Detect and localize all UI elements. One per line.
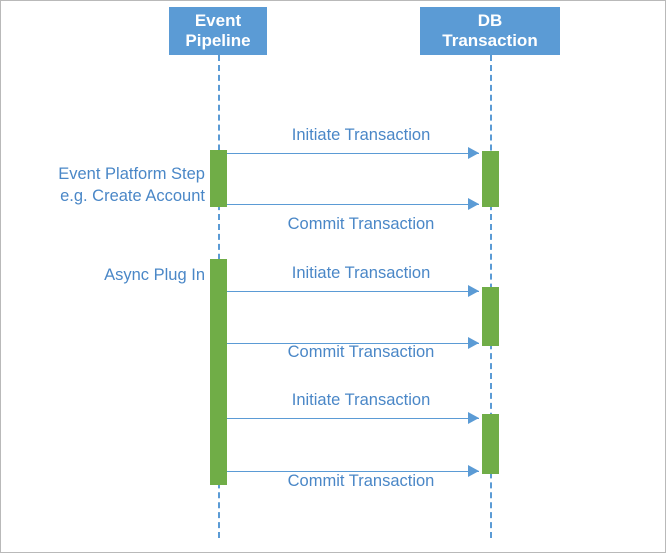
arrowhead-right-icon bbox=[468, 465, 479, 477]
message-label: Initiate Transaction bbox=[291, 126, 431, 144]
arrowhead-right-icon bbox=[468, 285, 479, 297]
activation-bar bbox=[210, 259, 227, 485]
activation-bar bbox=[482, 414, 499, 474]
arrowhead-right-icon bbox=[468, 412, 479, 424]
participant-event-pipeline[interactable]: Event Pipeline bbox=[169, 7, 267, 55]
annotation-event-platform-step: Event Platform Step e.g. Create Account bbox=[58, 165, 205, 205]
activation-bar bbox=[482, 287, 499, 346]
message-line bbox=[227, 204, 479, 205]
annotation-async-plug-in: Async Plug In bbox=[104, 266, 205, 284]
activation-bar bbox=[482, 151, 499, 207]
message-line bbox=[227, 418, 479, 419]
message-line bbox=[227, 291, 479, 292]
message-label: Commit Transaction bbox=[287, 343, 435, 361]
arrowhead-right-icon bbox=[468, 147, 479, 159]
participant-db-transaction[interactable]: DB Transaction bbox=[420, 7, 560, 55]
arrowhead-right-icon bbox=[468, 337, 479, 349]
message-label: Commit Transaction bbox=[287, 215, 435, 233]
message-label: Initiate Transaction bbox=[291, 391, 431, 409]
activation-bar bbox=[210, 150, 227, 207]
message-line bbox=[227, 153, 479, 154]
message-line bbox=[227, 343, 479, 344]
message-label: Commit Transaction bbox=[287, 472, 435, 490]
message-line bbox=[227, 471, 479, 472]
message-label: Initiate Transaction bbox=[291, 264, 431, 282]
arrowhead-right-icon bbox=[468, 198, 479, 210]
